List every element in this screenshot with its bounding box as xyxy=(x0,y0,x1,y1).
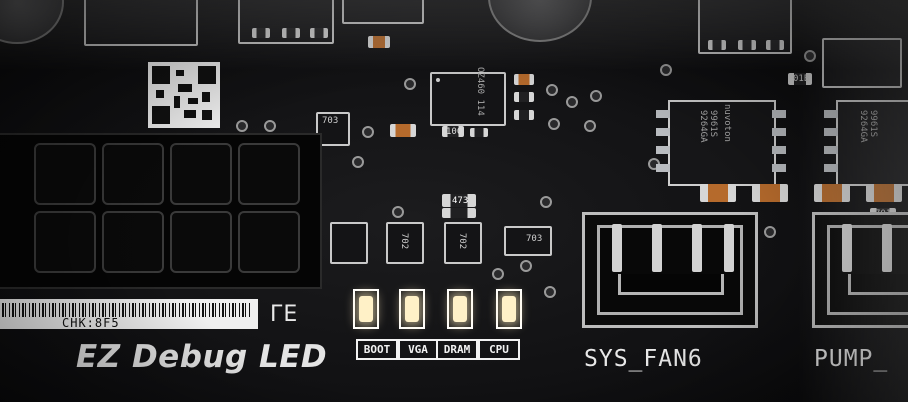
ic-pin xyxy=(656,146,670,154)
pump-fan-header xyxy=(812,212,908,328)
smd-capacitor xyxy=(390,124,416,137)
transistor-702-b-label: 702 xyxy=(457,232,468,250)
resistor-01b-label: 01B xyxy=(793,74,810,84)
smd-resistor xyxy=(514,92,534,102)
led-driver-3: 702 xyxy=(444,222,482,264)
via xyxy=(590,90,602,102)
smd-resistor xyxy=(708,40,726,50)
via xyxy=(540,196,552,208)
atx-side-mark: ГЕ xyxy=(270,302,298,327)
ic-pin xyxy=(824,146,838,154)
top-ic-5 xyxy=(822,38,902,88)
smd-resistor xyxy=(738,40,756,50)
smd-resistor xyxy=(470,128,488,137)
ic-pin xyxy=(656,110,670,118)
ic-pin xyxy=(824,128,838,136)
fan-controller-ic-right: 9961S 9264GA xyxy=(836,100,908,186)
via xyxy=(804,50,816,62)
pump-header-housing xyxy=(827,224,908,315)
controller-ic-label: OZ460 114 xyxy=(475,67,485,116)
via xyxy=(392,206,404,218)
transistor-703-right-label: 703 xyxy=(526,234,543,244)
via xyxy=(404,78,416,90)
via xyxy=(546,84,558,96)
fan-ic-brand: nuvoton xyxy=(722,104,732,142)
led-driver-1 xyxy=(330,222,368,264)
via xyxy=(548,118,560,130)
ic-pin xyxy=(824,164,838,172)
via xyxy=(660,64,672,76)
ic-pin xyxy=(772,164,786,172)
boot-led xyxy=(353,289,379,329)
ic-pin xyxy=(824,110,838,118)
via xyxy=(544,286,556,298)
fan-header-housing xyxy=(597,224,743,315)
smd-capacitor xyxy=(700,184,736,202)
via xyxy=(362,126,374,138)
transistor-702-a-label: 702 xyxy=(399,232,410,250)
smd-resistor xyxy=(766,40,784,50)
smd-capacitor xyxy=(368,36,390,48)
smd-resistor xyxy=(514,110,534,120)
ez-debug-led-title: EZ Debug LED xyxy=(76,339,328,375)
transistor-703-top-label: 703 xyxy=(322,116,339,126)
fan-ic-left-code: 9961S 9264GA xyxy=(698,110,718,143)
smd-resistor xyxy=(252,28,270,38)
fan-controller-ic-left: nuvoton 9961S 9264GA xyxy=(668,100,776,186)
sys-fan6-label: SYS_FAN6 xyxy=(584,346,703,372)
sys-fan6-header xyxy=(582,212,758,328)
top-capacitor-right xyxy=(488,0,592,42)
ic-pin xyxy=(656,128,670,136)
smd-resistor xyxy=(282,28,300,38)
smd-resistor xyxy=(310,28,328,38)
led-driver-2: 702 xyxy=(386,222,424,264)
ic-pin xyxy=(772,128,786,136)
via xyxy=(566,96,578,108)
eps-power-connector xyxy=(0,133,322,289)
via xyxy=(584,120,596,132)
via xyxy=(264,120,276,132)
barcode-sticker: CHK:8F5 xyxy=(0,299,258,330)
ic-pin xyxy=(656,164,670,172)
ic-pin xyxy=(772,146,786,154)
pump-label: PUMP_ xyxy=(814,346,889,372)
cpu-led xyxy=(496,289,522,329)
controller-ic: OZ460 114 xyxy=(430,67,506,126)
qr-code xyxy=(148,62,220,128)
via xyxy=(352,156,364,168)
top-ic-1 xyxy=(84,0,198,46)
smd-capacitor xyxy=(866,184,902,202)
ic-pin xyxy=(772,110,786,118)
resistor-473-label: 473 xyxy=(452,196,469,206)
vga-led-label: VGA xyxy=(398,339,438,360)
transistor-703-right: 703 xyxy=(504,226,552,256)
fan-ic-right-code: 9961S 9264GA xyxy=(858,110,878,143)
cpu-led-label: CPU xyxy=(478,339,520,360)
vga-led xyxy=(399,289,425,329)
dram-led-label: DRAM xyxy=(436,339,478,360)
via xyxy=(764,226,776,238)
smd-capacitor xyxy=(514,74,534,85)
barcode xyxy=(2,303,252,317)
via xyxy=(236,120,248,132)
top-ic-3 xyxy=(342,0,424,24)
via xyxy=(520,260,532,272)
smd-capacitor xyxy=(752,184,788,202)
resistor-100-label: 100 xyxy=(446,127,463,137)
via xyxy=(492,268,504,280)
checksum-label: CHK:8F5 xyxy=(62,316,120,330)
dram-led xyxy=(447,289,473,329)
boot-led-label: BOOT xyxy=(356,339,398,360)
smd-resistor xyxy=(442,208,476,218)
smd-capacitor xyxy=(814,184,850,202)
top-capacitor-left xyxy=(0,0,64,44)
